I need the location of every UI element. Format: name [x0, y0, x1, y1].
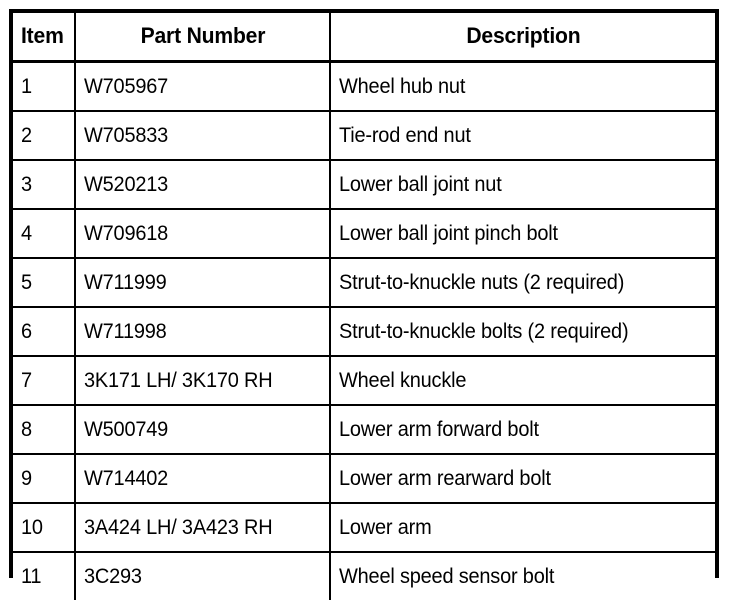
cell-item: 10: [13, 503, 75, 552]
cell-description-text: Lower arm: [339, 516, 432, 539]
cell-description: Strut-to-knuckle nuts (2 required): [330, 258, 715, 307]
cell-part-number: W705967: [75, 62, 330, 112]
cell-description: Lower ball joint pinch bolt: [330, 209, 715, 258]
cell-part-number: 3A424 LH/ 3A423 RH: [75, 503, 330, 552]
table-row: 4 W709618 Lower ball joint pinch bolt: [13, 209, 715, 258]
cell-description: Lower arm rearward bolt: [330, 454, 715, 503]
cell-item: 9: [13, 454, 75, 503]
cell-item: 2: [13, 111, 75, 160]
cell-item-text: 7: [21, 369, 32, 392]
cell-part-number-text: W709618: [84, 222, 168, 245]
cell-item-text: 1: [21, 75, 32, 98]
cell-part-number: W711998: [75, 307, 330, 356]
cell-part-number: W714402: [75, 454, 330, 503]
cell-item-text: 9: [21, 467, 32, 490]
column-header-description: Description: [330, 13, 715, 62]
cell-item: 7: [13, 356, 75, 405]
cell-item: 1: [13, 62, 75, 112]
cell-description: Lower arm: [330, 503, 715, 552]
cell-part-number-text: 3A424 LH/ 3A423 RH: [84, 516, 272, 539]
cell-item: 3: [13, 160, 75, 209]
table-row: 3 W520213 Lower ball joint nut: [13, 160, 715, 209]
cell-part-number-text: 3C293: [84, 565, 142, 588]
table-row: 11 3C293 Wheel speed sensor bolt: [13, 552, 715, 600]
table-row: 5 W711999 Strut-to-knuckle nuts (2 require…: [13, 258, 715, 307]
column-header-description-label: Description: [466, 24, 580, 48]
column-header-part-number: Part Number: [75, 13, 330, 62]
cell-item-text: 8: [21, 418, 32, 441]
table-row: 8 W500749 Lower arm forward bolt: [13, 405, 715, 454]
cell-part-number: W520213: [75, 160, 330, 209]
cell-description-text: Lower ball joint pinch bolt: [339, 222, 558, 245]
cell-part-number-text: W705967: [84, 75, 168, 98]
cell-part-number-text: 3K171 LH/ 3K170 RH: [84, 369, 272, 392]
column-header-part-number-label: Part Number: [140, 24, 265, 48]
cell-description: Wheel speed sensor bolt: [330, 552, 715, 600]
cell-part-number-text: W705833: [84, 124, 168, 147]
table-row: 2 W705833 Tie-rod end nut: [13, 111, 715, 160]
cell-item-text: 3: [21, 173, 32, 196]
cell-part-number: W709618: [75, 209, 330, 258]
table-row: 10 3A424 LH/ 3A423 RH Lower arm: [13, 503, 715, 552]
column-header-item: Item: [13, 13, 75, 62]
cell-item-text: 4: [21, 222, 32, 245]
cell-item-text: 2: [21, 124, 32, 147]
cell-description: Lower arm forward bolt: [330, 405, 715, 454]
cell-item: 5: [13, 258, 75, 307]
cell-item: 4: [13, 209, 75, 258]
cell-part-number: W711999: [75, 258, 330, 307]
cell-description-text: Lower arm rearward bolt: [339, 467, 551, 490]
cell-description-text: Wheel speed sensor bolt: [339, 565, 554, 588]
cell-item: 6: [13, 307, 75, 356]
column-header-item-label: Item: [21, 24, 64, 48]
cell-part-number-text: W520213: [84, 173, 168, 196]
cell-description: Strut-to-knuckle bolts (2 required): [330, 307, 715, 356]
cell-item-text: 6: [21, 320, 32, 343]
table-row: 7 3K171 LH/ 3K170 RH Wheel knuckle: [13, 356, 715, 405]
cell-item: 8: [13, 405, 75, 454]
cell-description-text: Strut-to-knuckle nuts (2 required): [339, 271, 624, 294]
cell-description-text: Wheel hub nut: [339, 75, 465, 98]
cell-description: Wheel knuckle: [330, 356, 715, 405]
table-header: Item Part Number Description: [13, 13, 715, 62]
table-body: 1 W705967 Wheel hub nut 2 W705833 Tie-rod end…: [13, 62, 715, 600]
cell-part-number-text: W711999: [84, 271, 167, 294]
cell-part-number-text: W711998: [84, 320, 167, 343]
cell-description-text: Lower ball joint nut: [339, 173, 502, 196]
table-row: 9 W714402 Lower arm rearward bolt: [13, 454, 715, 503]
header-row: Item Part Number Description: [13, 13, 715, 62]
cell-description: Lower ball joint nut: [330, 160, 715, 209]
cell-description: Tie-rod end nut: [330, 111, 715, 160]
cell-description-text: Strut-to-knuckle bolts (2 required): [339, 320, 628, 343]
cell-description-text: Lower arm forward bolt: [339, 418, 539, 441]
cell-item-text: 11: [21, 565, 41, 588]
cell-description: Wheel hub nut: [330, 62, 715, 112]
cell-part-number-text: W500749: [84, 418, 168, 441]
cell-description-text: Tie-rod end nut: [339, 124, 471, 147]
cell-part-number: W500749: [75, 405, 330, 454]
cell-item-text: 10: [21, 516, 43, 539]
cell-item: 11: [13, 552, 75, 600]
cell-description-text: Wheel knuckle: [339, 369, 466, 392]
table-row: 1 W705967 Wheel hub nut: [13, 62, 715, 112]
cell-part-number-text: W714402: [84, 467, 168, 490]
table-row: 6 W711998 Strut-to-knuckle bolts (2 requir…: [13, 307, 715, 356]
cell-part-number: W705833: [75, 111, 330, 160]
cell-item-text: 5: [21, 271, 32, 294]
cell-part-number: 3K171 LH/ 3K170 RH: [75, 356, 330, 405]
cell-part-number: 3C293: [75, 552, 330, 600]
